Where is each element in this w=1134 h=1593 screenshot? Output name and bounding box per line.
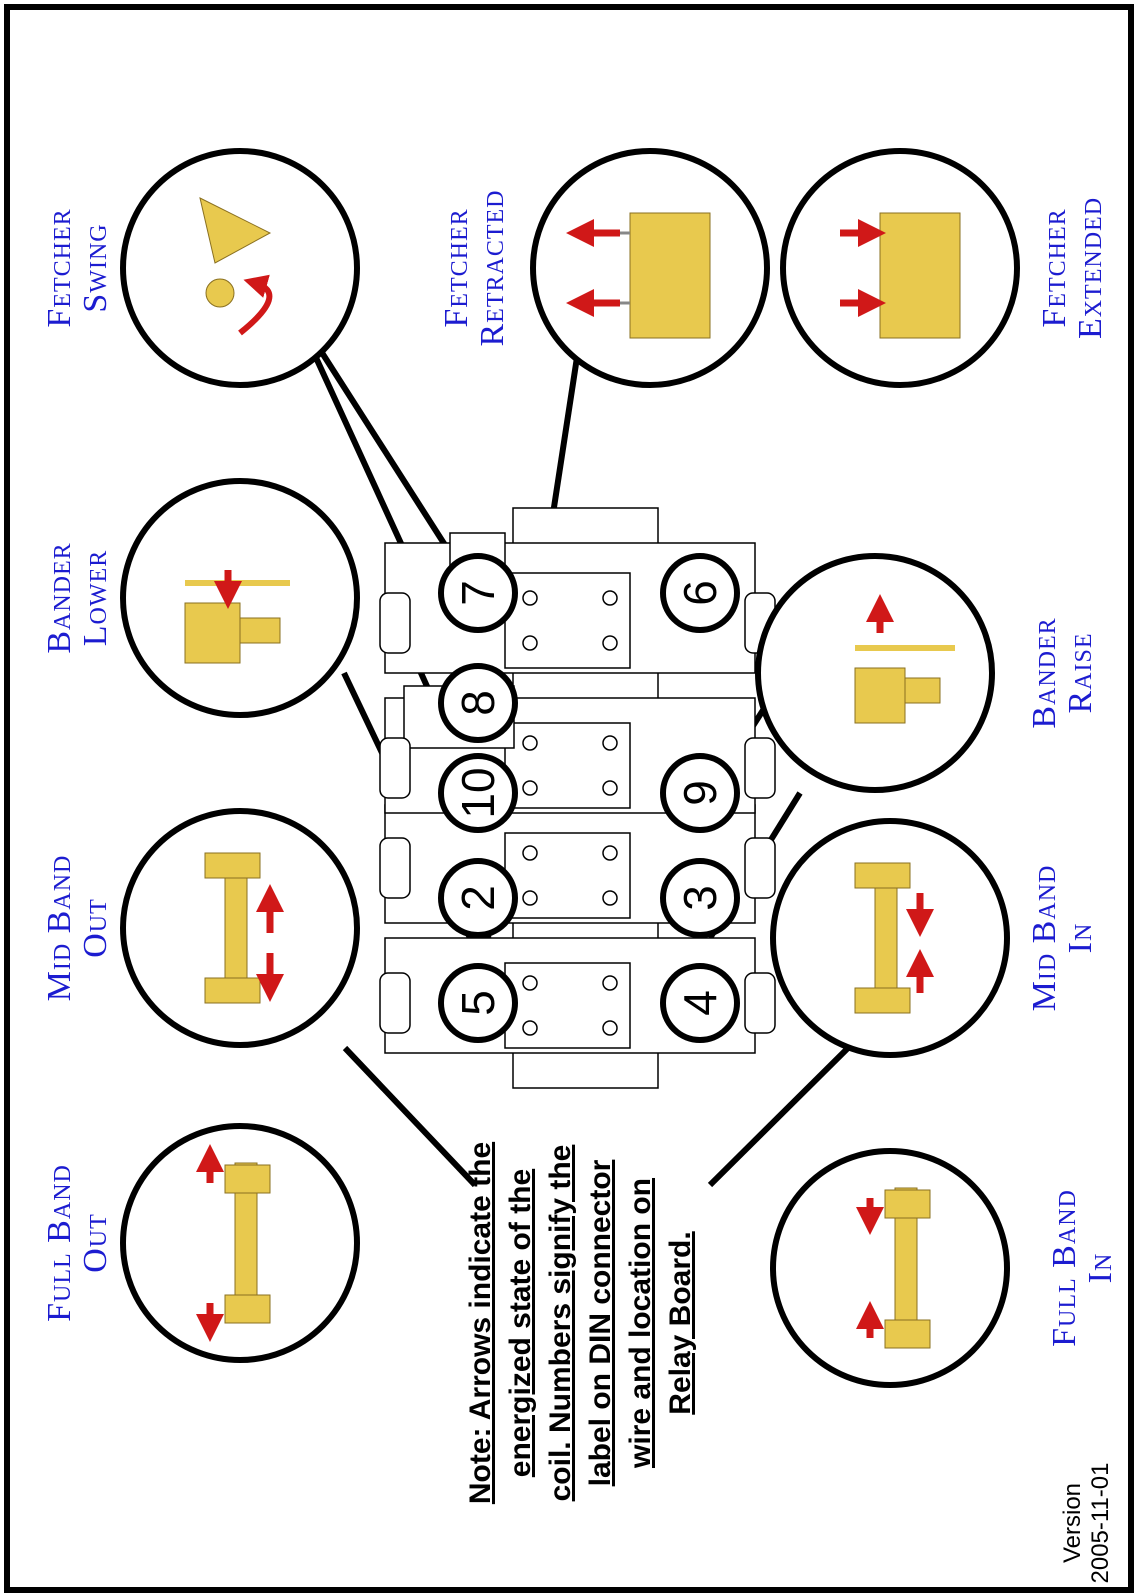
illustration-circles bbox=[120, 148, 1020, 1388]
label-bander-lower-2: Lower bbox=[77, 550, 114, 646]
coil-number: 8 bbox=[452, 690, 504, 716]
label-full-band-out-1: Full Band bbox=[41, 1164, 78, 1322]
note-line: energized state of the bbox=[504, 1169, 537, 1477]
note-line: coil. Numbers signify the bbox=[544, 1145, 577, 1502]
coil-number: 4 bbox=[674, 990, 726, 1016]
bander-lower-circle bbox=[120, 478, 360, 718]
fetcher-extended-circle bbox=[780, 148, 1020, 388]
label-fetcher-retracted-1: Fetcher bbox=[438, 208, 475, 327]
diagram-frame bbox=[4, 4, 1134, 1593]
coil-marker-6: 6 bbox=[660, 553, 740, 633]
label-fetcher-extended-2: Extended bbox=[1072, 197, 1109, 339]
full-band-in-circle bbox=[770, 1148, 1010, 1388]
label-fetcher-retracted-2: Retracted bbox=[474, 190, 511, 347]
label-full-band-in-1: Full Band bbox=[1046, 1189, 1083, 1347]
version-block: Version 2005-11-01 bbox=[1059, 1463, 1114, 1584]
coil-marker-3: 3 bbox=[660, 858, 740, 938]
coil-marker-8: 8 bbox=[438, 663, 518, 743]
function-labels: Fetcher Swing Fetcher Retracted Fetcher … bbox=[41, 190, 1119, 1347]
label-full-band-in-2: In bbox=[1082, 1253, 1119, 1284]
fetcher-retracted-circle bbox=[530, 148, 770, 388]
label-bander-raise-1: Bander bbox=[1026, 617, 1063, 728]
coil-marker-4: 4 bbox=[660, 963, 740, 1043]
mid-band-out-circle bbox=[120, 808, 360, 1048]
note-block: Note: Arrows indicate the energized stat… bbox=[464, 1142, 697, 1504]
coil-marker-9: 9 bbox=[660, 753, 740, 833]
coil-markers: 7 8 6 10 9 2 3 bbox=[438, 553, 740, 1043]
coil-number: 7 bbox=[452, 580, 504, 606]
label-fetcher-swing-2: Swing bbox=[77, 223, 114, 312]
note-line: wire and location on bbox=[624, 1178, 657, 1469]
coil-marker-2: 2 bbox=[438, 858, 518, 938]
rotated-diagram: 7 8 6 10 9 2 3 bbox=[41, 148, 1119, 1584]
mid-band-in-circle bbox=[770, 818, 1010, 1058]
label-full-band-out-2: Out bbox=[77, 1213, 114, 1273]
coil-number: 6 bbox=[674, 580, 726, 606]
label-mid-band-in-1: Mid Band bbox=[1026, 865, 1063, 1012]
note-line: label on DIN connector bbox=[584, 1159, 617, 1486]
note-line: Relay Board. bbox=[664, 1231, 697, 1414]
coil-marker-5: 5 bbox=[438, 963, 518, 1043]
coil-number: 2 bbox=[452, 885, 504, 911]
label-mid-band-out-1: Mid Band bbox=[41, 855, 78, 1002]
version-label: Version bbox=[1059, 1483, 1086, 1563]
coil-marker-10: 10 bbox=[438, 753, 518, 833]
label-mid-band-in-2: In bbox=[1062, 923, 1099, 954]
fetcher-swing-circle bbox=[120, 148, 360, 388]
coil-marker-7: 7 bbox=[438, 553, 518, 633]
coil-number: 5 bbox=[452, 990, 504, 1016]
label-fetcher-extended-1: Fetcher bbox=[1036, 208, 1073, 327]
version-date: 2005-11-01 bbox=[1087, 1463, 1114, 1584]
coil-number: 10 bbox=[452, 767, 504, 818]
label-mid-band-out-2: Out bbox=[77, 898, 114, 958]
note-line: Note: Arrows indicate the bbox=[464, 1142, 497, 1504]
full-band-out-circle bbox=[120, 1123, 360, 1363]
coil-number: 9 bbox=[674, 780, 726, 806]
label-bander-lower-1: Bander bbox=[41, 542, 78, 653]
label-bander-raise-2: Raise bbox=[1062, 632, 1099, 713]
coil-number: 3 bbox=[674, 885, 726, 911]
label-fetcher-swing-1: Fetcher bbox=[41, 208, 78, 327]
bander-raise-circle bbox=[755, 553, 995, 793]
